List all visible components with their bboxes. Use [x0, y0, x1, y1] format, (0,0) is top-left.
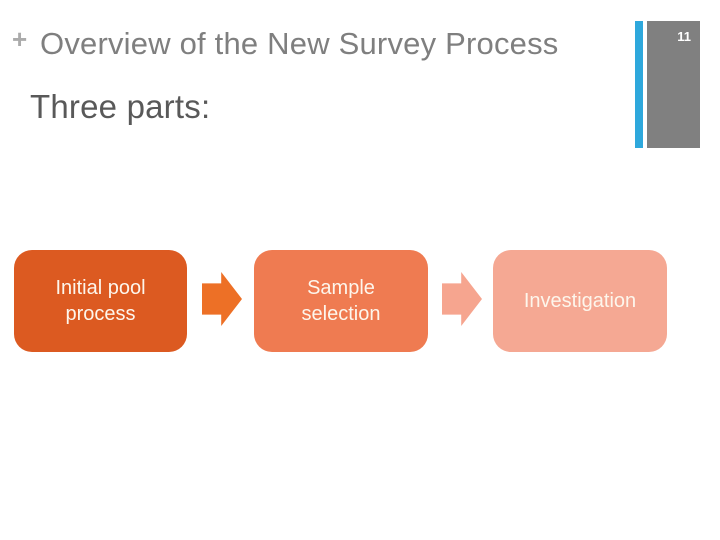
process-step-initial-pool: Initial pool process [14, 250, 187, 352]
process-step-label: Sample selection [301, 277, 381, 325]
page-number: 11 [677, 29, 691, 44]
page-number-box: 11 [647, 21, 700, 148]
process-step-investigation: Investigation [493, 250, 667, 352]
plus-bullet-icon: + [12, 24, 28, 54]
process-step-sample-selection: Sample selection [254, 250, 428, 352]
arrow-right-icon [202, 272, 242, 326]
process-step-label: Initial pool process [55, 277, 146, 325]
process-step-label: Investigation [523, 290, 637, 312]
slide-subtitle: Three parts: [30, 88, 211, 125]
arrow-right-icon [442, 272, 482, 326]
page-number-accent-bar [635, 21, 643, 148]
page-title: Overview of the New Survey Process [40, 26, 559, 61]
